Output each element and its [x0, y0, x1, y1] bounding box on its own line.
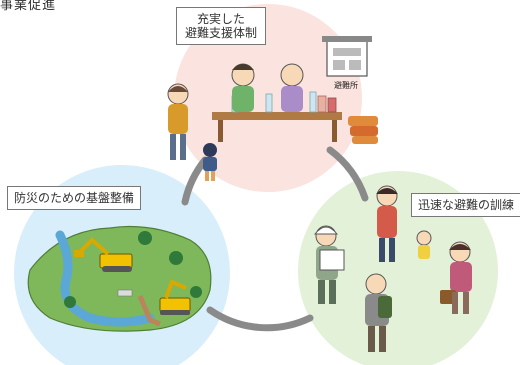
- supply-boxes: [348, 116, 378, 126]
- supply-table: [212, 112, 342, 120]
- infrastructure-scene: [27, 225, 212, 332]
- header-fragment: 事業促進: [0, 0, 57, 13]
- shelter-sign: 避難所: [334, 81, 358, 90]
- shelter-support-scene: [167, 36, 378, 181]
- node-label-infrastructure: 防災のための基盤整備: [7, 186, 142, 210]
- node-label-shelter-support: 充実した 避難支援体制: [176, 7, 267, 45]
- excavator-icon: [74, 237, 133, 272]
- node-label-shelter-support-line2: 避難支援体制: [185, 26, 258, 40]
- evacuation-map: [319, 249, 345, 271]
- excavator-icon: [159, 279, 191, 315]
- evacuation-drill-scene: [313, 185, 472, 352]
- node-label-evacuation-drill: 迅速な避難の訓練: [411, 193, 520, 217]
- shelter-building: [322, 36, 372, 77]
- right-circle: [298, 171, 498, 365]
- node-label-shelter-support-line1: 充実した: [197, 12, 246, 26]
